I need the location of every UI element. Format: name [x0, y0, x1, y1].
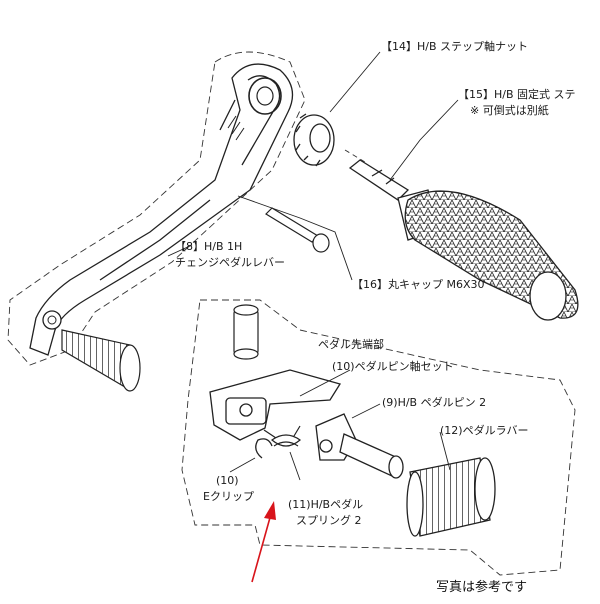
label-pedal-rubber: (12)ペダルラバー [440, 424, 529, 437]
red-indicator-arrow [251, 501, 276, 583]
label-change-pedal-lever-2: チェンジペダルレバー [175, 256, 285, 269]
e-clip [255, 438, 273, 459]
lever-boundary [7, 51, 306, 366]
pedal-pin-shaft [233, 304, 259, 360]
label-pedal-spring-1: (11)H/Bペダル [288, 498, 364, 511]
pedal-pin-9 [315, 413, 404, 479]
lever-pedal-rubber [42, 310, 141, 392]
label-step-axle-nut: 【14】H/B ステップ軸ナット [381, 40, 529, 53]
pedal-tip-end [209, 369, 342, 441]
label-pedal-pin: (9)H/B ペダルピン 2 [382, 396, 487, 409]
label-pedal-tip-section: ペダル先端部 [318, 338, 384, 351]
label-pedal-pin-shaft-set: (10)ペダルピン軸セット [332, 360, 454, 373]
label-e-clip-number: (10) [216, 474, 239, 487]
leader-lines [167, 51, 459, 481]
fixed-step [348, 159, 579, 321]
step-axle-nut [293, 113, 335, 167]
label-fixed-step: 【15】H/B 固定式 ステ [458, 88, 576, 101]
label-change-pedal-lever-1: 【8】H/B 1H [175, 240, 243, 253]
pedal-rubber-12 [406, 457, 496, 537]
label-pedal-spring-2: スプリング 2 [296, 514, 362, 527]
label-e-clip: Eクリップ [203, 490, 254, 503]
pedal-spring [263, 425, 301, 447]
pedal-tip-boundary [181, 299, 576, 576]
round-cap-bolt [265, 207, 330, 253]
reference-photo-note: 写真は参考です [436, 580, 528, 595]
label-round-cap-bolt: 【16】丸キャップ M6X30 [352, 278, 485, 291]
change-pedal-lever [29, 63, 294, 356]
label-folding-step-note: ※ 可倒式は別紙 [470, 104, 549, 117]
